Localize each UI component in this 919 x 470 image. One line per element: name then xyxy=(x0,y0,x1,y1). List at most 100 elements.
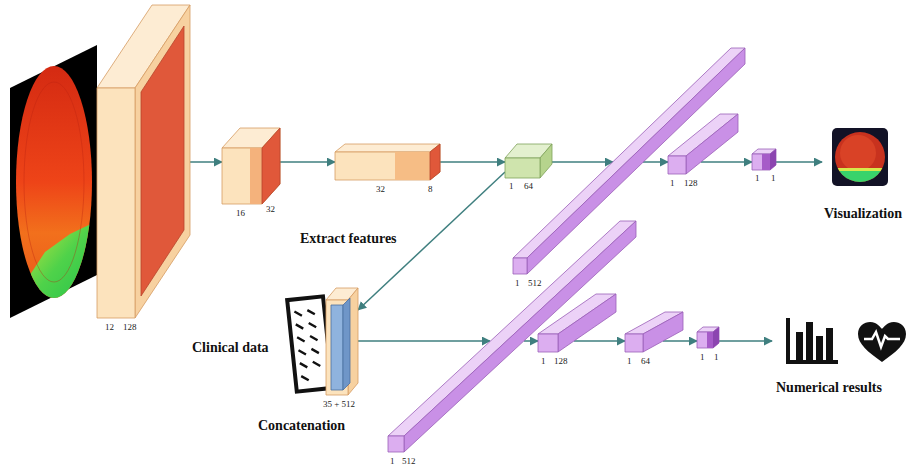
visualization-highlight xyxy=(832,171,888,185)
flow-arrow xyxy=(280,161,335,163)
block-front-face xyxy=(335,152,430,180)
dimension-label: 1 xyxy=(755,173,760,183)
visualization-frame xyxy=(832,128,888,186)
block-top-face xyxy=(388,221,636,436)
conv-block-shape xyxy=(335,144,440,180)
heatmap-cool xyxy=(20,222,95,310)
numerical-output-shape xyxy=(772,314,912,366)
block-layer xyxy=(762,154,770,170)
dimension-label: 1 xyxy=(515,278,520,288)
conv-block-shape xyxy=(97,5,190,318)
dense-layer-shape xyxy=(668,114,738,174)
flow-arrow xyxy=(776,161,822,163)
heartbeat-line xyxy=(864,332,900,347)
output-node-shape xyxy=(697,327,719,348)
dimension-label: 128 xyxy=(554,356,568,366)
dimension-label: 64 xyxy=(641,356,650,366)
dimension-label: 1 xyxy=(771,173,776,183)
block-side-face xyxy=(527,48,745,274)
flow-arrow xyxy=(643,161,668,163)
block-front-face xyxy=(513,258,527,274)
dense-layer-shape xyxy=(388,221,636,452)
dimension-label: 32 xyxy=(376,184,385,194)
feature-vector: 1 64 xyxy=(505,144,552,192)
conv-block: 12128 xyxy=(97,5,190,333)
block-front-face xyxy=(697,332,713,348)
visualization-glow xyxy=(840,135,876,171)
concat-block: 35 + 512Concatenation xyxy=(257,288,358,435)
dimension-label: 1 xyxy=(700,352,705,362)
document-marks xyxy=(294,309,321,381)
block-layer xyxy=(141,26,184,296)
flow-arrow xyxy=(574,340,625,342)
block-side-face xyxy=(540,144,552,178)
block-front-face xyxy=(668,156,686,174)
block-layer xyxy=(713,327,719,348)
dimension-label: 512 xyxy=(402,456,416,466)
dimension-label: 1 xyxy=(627,356,632,366)
heart-icon xyxy=(858,322,906,362)
heatmap-region xyxy=(20,222,95,310)
flow-arrow xyxy=(358,340,490,342)
visualization-output-shape xyxy=(822,126,914,188)
dimension-label: 1 xyxy=(390,456,395,466)
block-front-face xyxy=(388,436,404,452)
dimension-label: 128 xyxy=(123,322,137,332)
block-layer xyxy=(262,128,280,204)
dense-layer: 1 64 xyxy=(625,312,683,367)
block-side-face xyxy=(770,149,776,170)
block-layer xyxy=(250,148,262,204)
dimension-label: 35 + 512 xyxy=(323,399,355,409)
block-layer xyxy=(395,152,430,180)
block-side-face xyxy=(643,312,683,352)
block-side-face xyxy=(558,294,616,352)
block-side-face xyxy=(713,327,719,348)
dense-layer-shape xyxy=(625,312,683,352)
flow-arrow xyxy=(701,161,752,163)
block-side-face xyxy=(262,128,280,204)
dense-layer-shape xyxy=(538,294,616,352)
flow-arrow xyxy=(440,161,505,163)
block-side-face xyxy=(404,221,636,452)
block-front-face xyxy=(97,88,135,318)
block-layer xyxy=(430,144,440,180)
conv-block: 32 8 xyxy=(335,144,440,195)
block-caption: Visualization xyxy=(824,206,902,222)
dimension-label: 32 xyxy=(266,204,275,214)
input-image xyxy=(10,45,97,318)
chart-axes xyxy=(788,318,838,362)
output-node: 11 xyxy=(697,327,720,363)
block-front-face xyxy=(752,154,770,170)
chart-bar xyxy=(796,332,803,360)
output-node-shape xyxy=(752,149,776,170)
dimension-label: 128 xyxy=(684,178,698,188)
flow-arrow xyxy=(719,340,772,342)
chart-bar xyxy=(816,336,823,360)
edge-label: Extract features xyxy=(300,232,397,246)
block-side-face xyxy=(686,114,738,174)
conv-block: 1632 xyxy=(222,128,280,219)
heatmap-contour xyxy=(24,82,84,282)
concat-block-shape xyxy=(326,288,358,395)
flow-arrow xyxy=(190,161,222,163)
dimension-label: 512 xyxy=(528,278,542,288)
flow-arrow xyxy=(524,340,538,342)
block-front-face xyxy=(505,158,540,178)
dimension-label: 64 xyxy=(524,181,533,191)
block-front-face xyxy=(222,148,262,204)
block-layer xyxy=(707,332,713,348)
flow-arrow xyxy=(663,340,697,342)
dimension-label: 1 xyxy=(670,178,675,188)
visualization-region xyxy=(832,168,888,185)
visualization-edge xyxy=(832,168,888,171)
chart-bar xyxy=(806,322,813,360)
dimension-label: 1 xyxy=(509,181,514,191)
output-node: 11 xyxy=(752,149,777,184)
numerical-output: Numerical results xyxy=(772,314,912,397)
feature-vector-shape xyxy=(505,144,552,178)
block-caption: Concatenation xyxy=(258,418,345,434)
dimension-label: 8 xyxy=(428,184,433,194)
block-side-face xyxy=(135,5,190,318)
chart-bar xyxy=(826,328,833,360)
dense-layer: 1512 xyxy=(388,221,636,467)
